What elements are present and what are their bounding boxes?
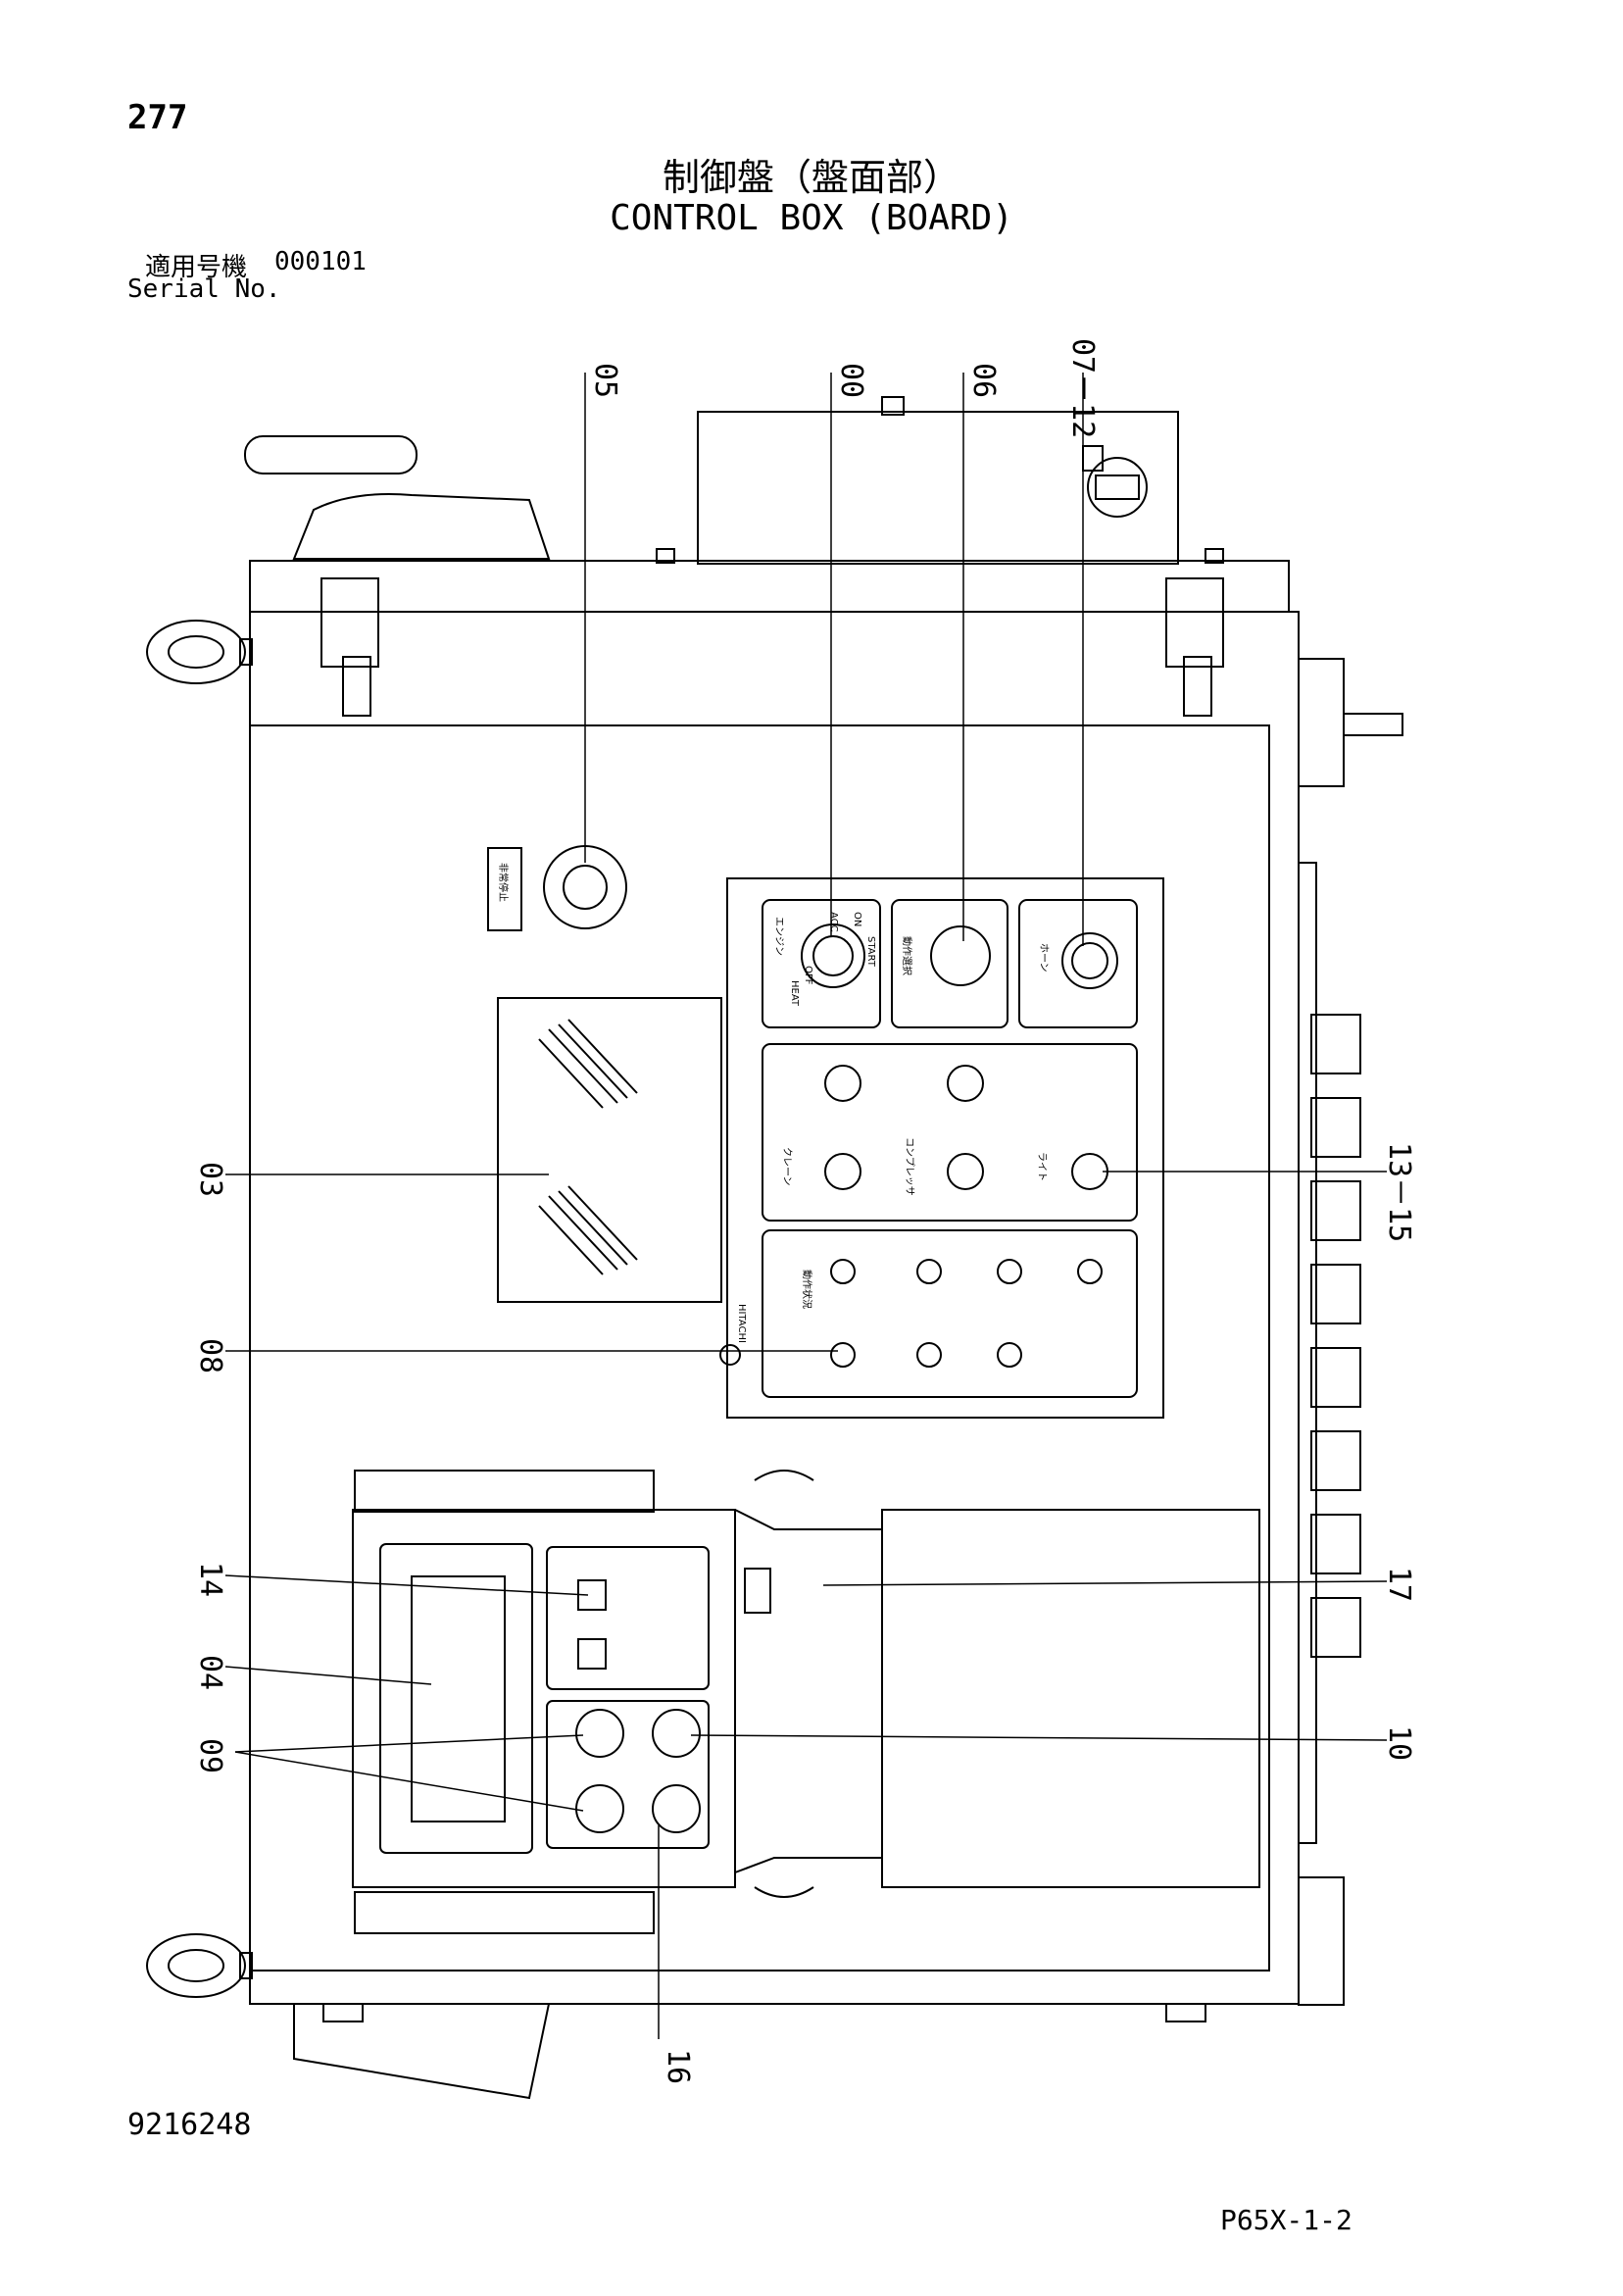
lower-control-unit [352,1509,736,1888]
label-heat: HEAT [789,980,800,1007]
callout-10: 10 [1382,1725,1416,1761]
lcd-display [411,1575,506,1822]
callout-13-15: 13－15 [1382,1142,1416,1242]
title-english: CONTROL BOX (BOARD) [610,198,1013,238]
label-acc: ACC [828,912,839,932]
label-operation-status: 動作状況 [801,1270,813,1309]
callout-17: 17 [1382,1567,1416,1602]
label-off: OFF [803,966,813,985]
display-window [497,997,722,1303]
label-emergency-stop: 非常停止 [497,863,510,902]
emergency-stop-button [487,845,627,931]
document-number: 9216248 [127,2108,252,2142]
callout-06: 06 [966,363,1001,398]
label-compressor: コンプレッサ [904,1137,915,1196]
label-engine: エンジン [773,917,784,956]
callout-03: 03 [193,1162,227,1197]
callout-00: 00 [834,363,868,398]
label-start: START [865,936,876,968]
callout-04: 04 [193,1655,227,1690]
top-lid [249,560,1290,613]
callout-05: 05 [588,363,622,398]
serial-label-japanese: 適用号機 [145,253,248,282]
title-japanese: 制御盤（盤面部） [662,156,960,199]
housing [249,611,1300,2005]
lever-handle [244,435,551,560]
callout-16: 16 [661,2049,695,2084]
hinge-right [1165,577,1224,717]
sheet-code: P65X-1-2 [1220,2204,1352,2236]
lifting-eye-top [146,620,253,684]
label-horn: ホーン [1038,943,1050,973]
label-crane: クレーン [781,1147,793,1186]
label-operation-select: 動作選択 [901,936,913,975]
hinge-left [320,577,379,717]
control-panel [726,877,1164,1419]
front-panel [249,724,1270,1972]
right-side-fittings [1298,658,1403,2006]
callout-09: 09 [193,1738,227,1773]
label-light: ライト [1036,1152,1048,1181]
top-switch-box [697,396,1179,565]
callout-08: 08 [193,1338,227,1373]
callout-14: 14 [193,1562,227,1597]
label-brand: HITACHI [736,1304,747,1343]
side-bracket [734,1509,883,1873]
lower-unit-top-clamp [354,1470,655,1513]
leader-lines [224,373,1388,2039]
label-on: ON [852,912,862,926]
page-number: 277 [127,98,188,137]
callout-07-12: 07－12 [1065,338,1100,438]
lower-unit-bottom-clamp [354,1891,655,1934]
bottom-bracket [293,2003,550,2100]
lifting-eye-bottom [146,1933,253,1998]
serial-value: 000101 [274,247,367,276]
serial-label-english: Serial No. [127,275,281,304]
